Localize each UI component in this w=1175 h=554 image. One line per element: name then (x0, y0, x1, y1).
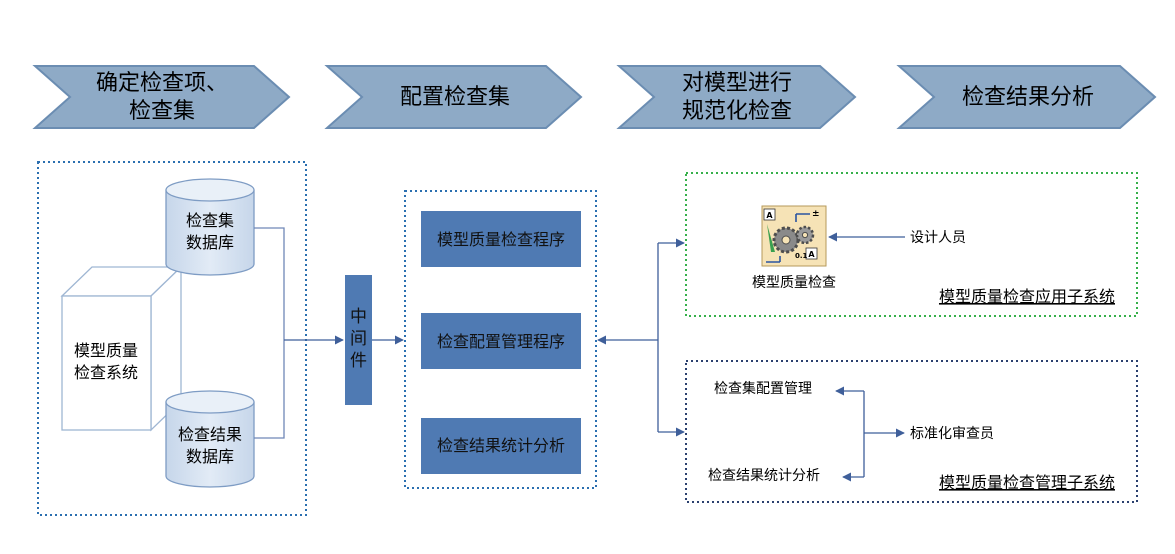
quality-check-gear-icon: A A 0.1 ± (761, 205, 827, 267)
middleware-char-3: 件 (350, 351, 367, 371)
middleware-box: 中 间 件 (345, 275, 372, 405)
result-statistics-label: 检查结果统计分析 (708, 468, 820, 484)
check-result-db-line2: 数据库 (186, 447, 234, 466)
svg-text:A: A (808, 250, 815, 259)
process-step-4: 检查结果分析 (896, 65, 1157, 129)
program-result-statistics: 检查结果统计分析 (421, 418, 581, 474)
reviewer-label: 标准化审查员 (910, 426, 994, 442)
system-line1: 模型质量 (74, 341, 138, 360)
program-result-statistics-label: 检查结果统计分析 (437, 436, 565, 455)
designer-label: 设计人员 (910, 230, 966, 246)
check-result-db-line1: 检查结果 (178, 425, 242, 444)
check-set-db-line2: 数据库 (186, 233, 234, 252)
quality-check-system-box: 模型质量 检查系统 (60, 265, 183, 432)
program-config-management-label: 检查配置管理程序 (437, 332, 565, 351)
process-step-1-line2: 检查集 (129, 99, 195, 124)
config-management-label: 检查集配置管理 (714, 380, 812, 397)
check-set-database: 检查集 数据库 (165, 178, 255, 276)
db-bracket-connector (254, 227, 285, 439)
check-set-db-line1: 检查集 (186, 211, 234, 230)
process-step-1-line1: 确定检查项、 (96, 71, 228, 96)
process-step-2-label: 配置检查集 (400, 85, 510, 110)
process-step-2: 配置检查集 (324, 65, 583, 129)
quality-check-icon-label: 模型质量检查 (752, 275, 836, 291)
system-line2: 检查系统 (74, 363, 138, 382)
app-subsystem-title: 模型质量检查应用子系统 (939, 287, 1115, 306)
svg-text:A: A (766, 211, 773, 220)
app-subsystem-frame (685, 172, 1138, 317)
process-step-3-line1: 对模型进行 (682, 71, 792, 96)
check-result-database: 检查结果 数据库 (165, 390, 255, 488)
mgmt-subsystem-title: 模型质量检查管理子系统 (939, 473, 1115, 492)
process-step-4-label: 检查结果分析 (962, 85, 1094, 110)
process-step-3: 对模型进行 规范化检查 (616, 65, 857, 129)
programs-group-frame (404, 190, 597, 489)
mgmt-subsystem-frame (685, 360, 1138, 503)
program-quality-check: 模型质量检查程序 (421, 211, 581, 267)
process-step-3-line2: 规范化检查 (682, 99, 792, 124)
svg-text:0.1: 0.1 (795, 252, 808, 260)
process-step-1: 确定检查项、 检查集 (32, 65, 291, 129)
middleware-char-1: 中 (350, 307, 367, 327)
program-quality-check-label: 模型质量检查程序 (437, 230, 565, 249)
svg-text:±: ± (812, 209, 820, 219)
middleware-char-2: 间 (350, 329, 367, 349)
program-config-management: 检查配置管理程序 (421, 313, 581, 369)
left-group-frame (37, 161, 307, 516)
